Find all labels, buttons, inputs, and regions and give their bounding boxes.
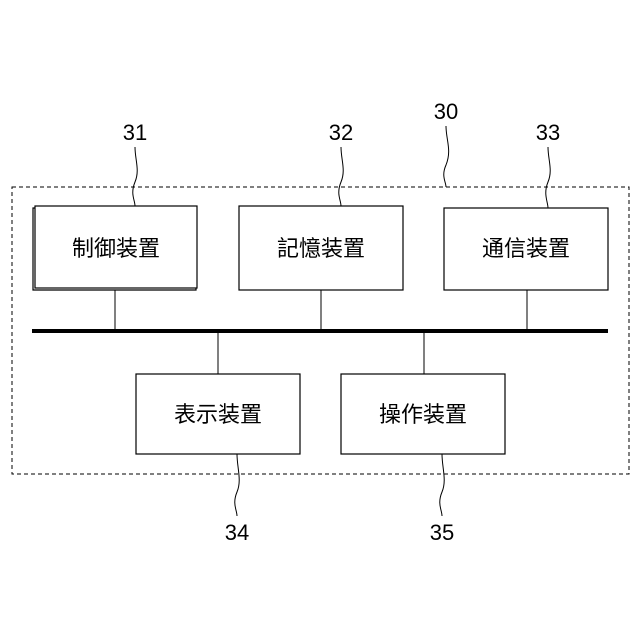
control-device-ref-number: 31 <box>123 120 147 145</box>
display-device: 表示装置 <box>136 374 300 454</box>
control-device: 制御装置 <box>33 206 197 290</box>
control-device-label: 制御装置 <box>72 237 160 262</box>
display-device-label: 表示装置 <box>174 403 262 428</box>
operation-device-leader-line <box>440 454 444 516</box>
storage-device-ref-number: 32 <box>329 120 353 145</box>
system-ref-number: 30 <box>434 99 458 124</box>
storage-device-leader-line <box>339 147 343 206</box>
display-device-leader-line <box>235 454 239 516</box>
communication-device: 通信装置 <box>444 208 608 290</box>
display-device-ref-number: 34 <box>225 520 249 545</box>
communication-device-leader-line <box>546 147 550 208</box>
storage-device-label: 記憶装置 <box>277 237 365 262</box>
operation-device-label: 操作装置 <box>379 403 467 428</box>
storage-device: 記憶装置 <box>239 206 403 290</box>
communication-device-label: 通信装置 <box>482 237 570 262</box>
system-leader-line <box>444 126 449 187</box>
control-device-leader-line <box>133 147 137 206</box>
operation-device-ref-number: 35 <box>430 520 454 545</box>
communication-device-ref-number: 33 <box>536 120 560 145</box>
operation-device: 操作装置 <box>341 374 505 454</box>
